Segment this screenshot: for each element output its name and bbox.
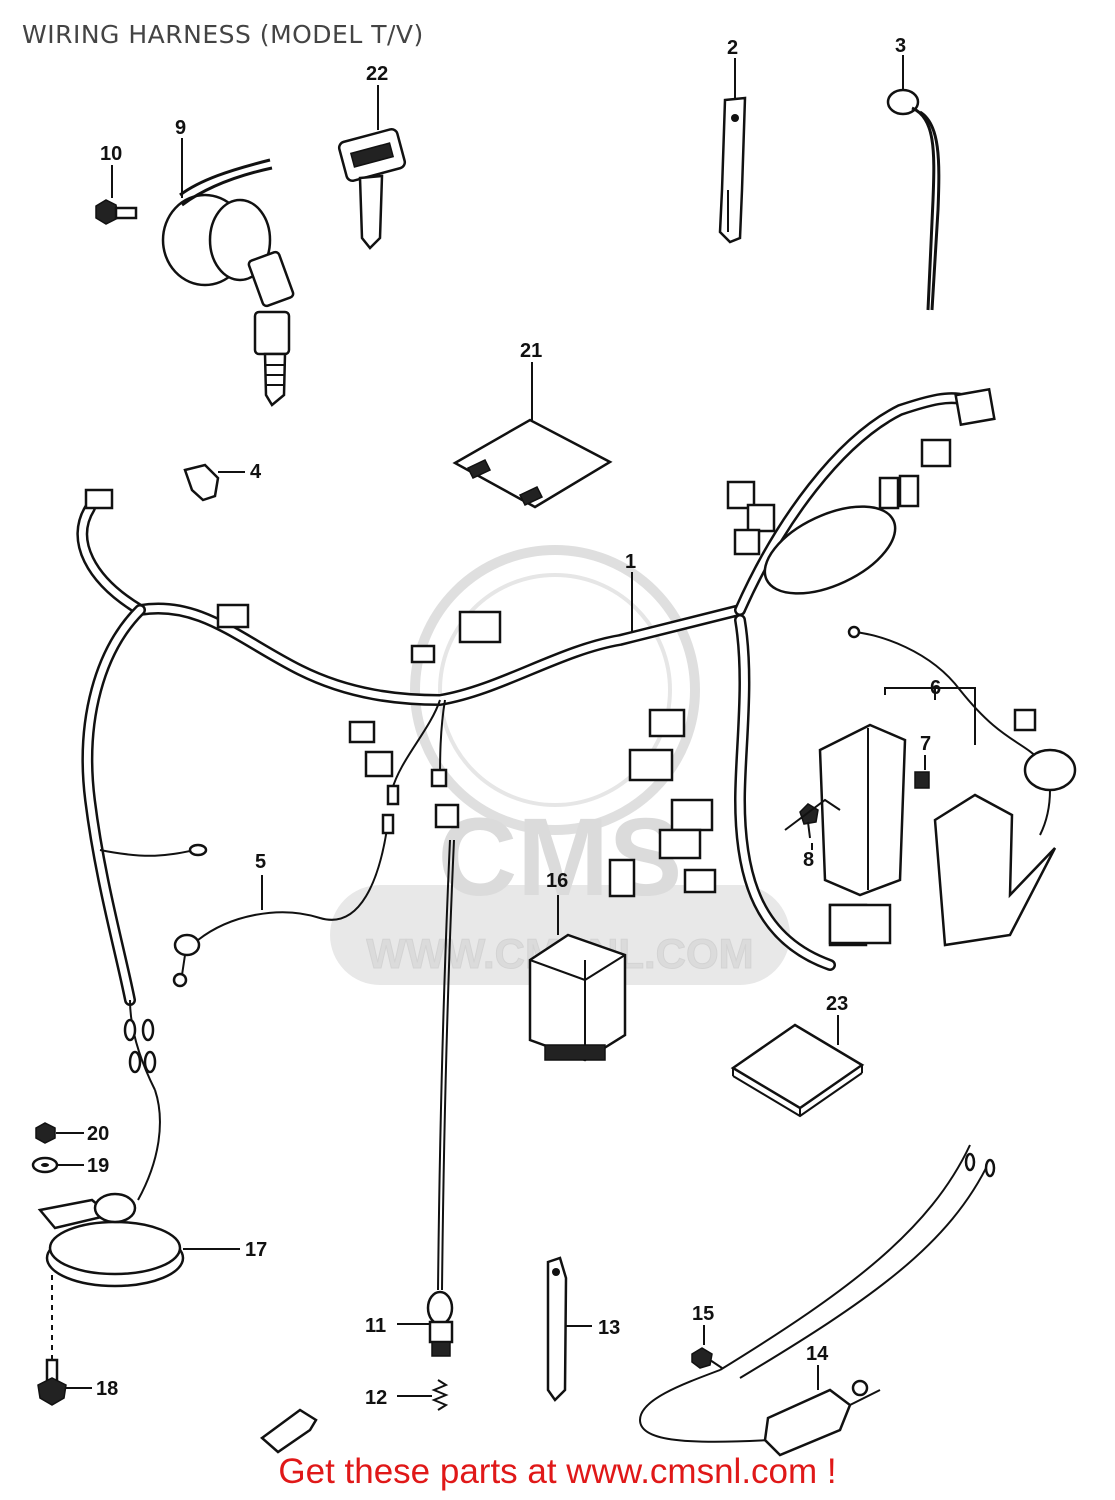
part-14-switch-cable bbox=[638, 1144, 996, 1457]
callout-14: 14 bbox=[806, 1343, 829, 1365]
callout-17: 17 bbox=[245, 1239, 267, 1261]
callout-2: 2 bbox=[727, 37, 738, 59]
callout-22: 22 bbox=[366, 63, 388, 85]
part-16-relay bbox=[528, 933, 627, 1062]
part-19-washer bbox=[31, 1156, 59, 1174]
part-6-regulator bbox=[818, 625, 1077, 947]
callout-10: 10 bbox=[100, 143, 122, 165]
callout-19: 19 bbox=[87, 1155, 109, 1177]
callout-9: 9 bbox=[175, 117, 186, 139]
callout-20: 20 bbox=[87, 1123, 109, 1145]
callout-3: 3 bbox=[895, 35, 906, 57]
promo-banner[interactable]: Get these parts at www.cmsnl.com ! bbox=[278, 1452, 837, 1491]
callout-23: 23 bbox=[826, 993, 848, 1015]
callout-6: 6 bbox=[930, 677, 941, 699]
part-21-label bbox=[452, 418, 613, 509]
part-2-clamp bbox=[718, 96, 747, 244]
part-3-cable-tie bbox=[886, 88, 941, 311]
part-11-switch bbox=[426, 803, 460, 1357]
callout-labels: 1 2 3 4 5 6 7 8 9 10 11 12 13 14 15 16 1… bbox=[87, 35, 941, 1409]
part-15-screw bbox=[691, 1347, 723, 1369]
callout-21: 21 bbox=[520, 340, 542, 362]
watermark-logo: CMS bbox=[438, 796, 682, 919]
part-10-screw bbox=[95, 199, 138, 225]
part-7-fuse bbox=[914, 771, 930, 789]
part-20-nut bbox=[35, 1122, 56, 1144]
part-9-ignition-switch bbox=[161, 158, 295, 407]
part-23-plate bbox=[730, 1023, 865, 1118]
watermark: CMS WWW.CMSNL.COM bbox=[330, 545, 790, 985]
callout-12: 12 bbox=[365, 1387, 387, 1409]
callout-1: 1 bbox=[625, 551, 636, 573]
callout-4: 4 bbox=[250, 461, 262, 483]
callout-18: 18 bbox=[96, 1378, 118, 1400]
part-12-spring bbox=[431, 1379, 449, 1411]
callout-11: 11 bbox=[365, 1315, 386, 1337]
part-13-bracket bbox=[546, 1256, 568, 1402]
part-18-bolt bbox=[37, 1275, 67, 1406]
part-17-horn bbox=[37, 843, 208, 1288]
part-22-key bbox=[337, 128, 407, 250]
callout-15: 15 bbox=[692, 1303, 714, 1325]
part-5-lead-wire bbox=[172, 813, 395, 988]
part-4-clamp bbox=[183, 463, 220, 502]
callout-7: 7 bbox=[920, 733, 931, 755]
callout-13: 13 bbox=[598, 1317, 620, 1339]
callout-5: 5 bbox=[255, 851, 266, 873]
callout-16: 16 bbox=[546, 870, 568, 892]
callout-8: 8 bbox=[803, 849, 814, 871]
part-8-screw bbox=[784, 798, 841, 839]
front-arrow-icon bbox=[260, 1408, 318, 1454]
diagram-title: WIRING HARNESS (MODEL T/V) bbox=[22, 20, 424, 49]
